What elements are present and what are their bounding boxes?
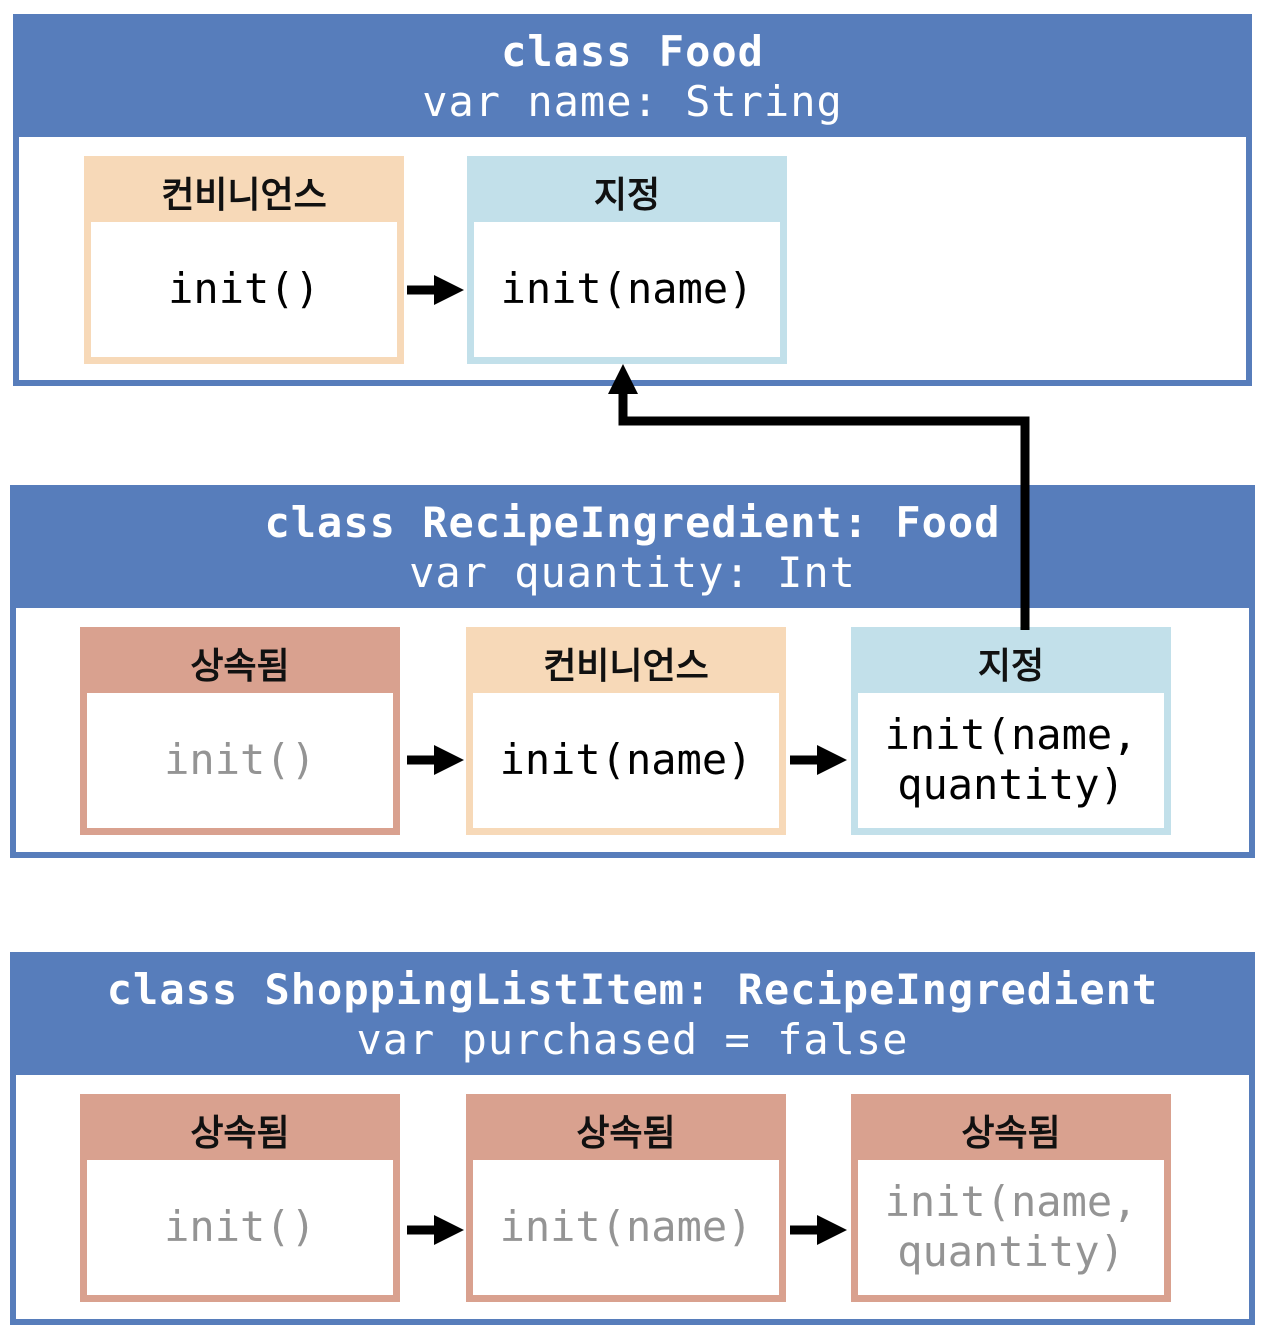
recipe-convenience-init: 컨비니언스 init(name) [466,627,786,835]
delegation-arrow [407,275,464,305]
init-kind-label: 지정 [857,633,1165,693]
delegation-arrow [790,745,847,775]
class-recipe-ingredient-header: class RecipeIngredient: Food var quantit… [16,491,1249,608]
recipe-inherited-init: 상속됨 init() [80,627,400,835]
init-kind-label: 컨비니언스 [472,633,780,693]
shopping-inherited-init-2: 상속됨 init(name) [466,1094,786,1302]
delegation-arrow [790,1215,847,1245]
class-shopping-list-item-title: class ShoppingListItem: RecipeIngredient [106,964,1159,1014]
recipe-designated-init: 지정 init(name, quantity) [851,627,1171,835]
init-signature: init(name) [499,1202,753,1251]
init-kind-label: 지정 [473,162,781,222]
init-signature: init() [164,735,316,784]
class-shopping-list-item-property: var purchased = false [356,1014,909,1064]
init-kind-label: 상속됨 [86,1100,394,1160]
super-delegation-arrow [608,364,1030,630]
class-food-title: class Food [501,26,764,76]
init-signature: init(name) [499,735,753,784]
class-food-header: class Food var name: String [19,20,1246,137]
init-signature: init(name) [500,264,754,313]
class-recipe-ingredient-property: var quantity: Int [409,547,856,597]
init-signature: init() [164,1202,316,1251]
init-kind-label: 컨비니언스 [90,162,398,222]
class-food-property: var name: String [422,76,843,126]
shopping-inherited-init-3: 상속됨 init(name, quantity) [851,1094,1171,1302]
init-signature: init() [168,264,320,313]
init-signature: init(name, quantity) [884,1177,1138,1276]
class-recipe-ingredient-title: class RecipeIngredient: Food [264,497,1001,547]
food-convenience-init: 컨비니언스 init() [84,156,404,364]
init-kind-label: 상속됨 [86,633,394,693]
food-designated-init: 지정 init(name) [467,156,787,364]
init-signature: init(name, quantity) [884,710,1138,809]
delegation-arrow [407,745,464,775]
delegation-arrow [407,1215,464,1245]
init-kind-label: 상속됨 [472,1100,780,1160]
shopping-inherited-init-1: 상속됨 init() [80,1094,400,1302]
init-kind-label: 상속됨 [857,1100,1165,1160]
class-shopping-list-item-header: class ShoppingListItem: RecipeIngredient… [16,958,1249,1075]
